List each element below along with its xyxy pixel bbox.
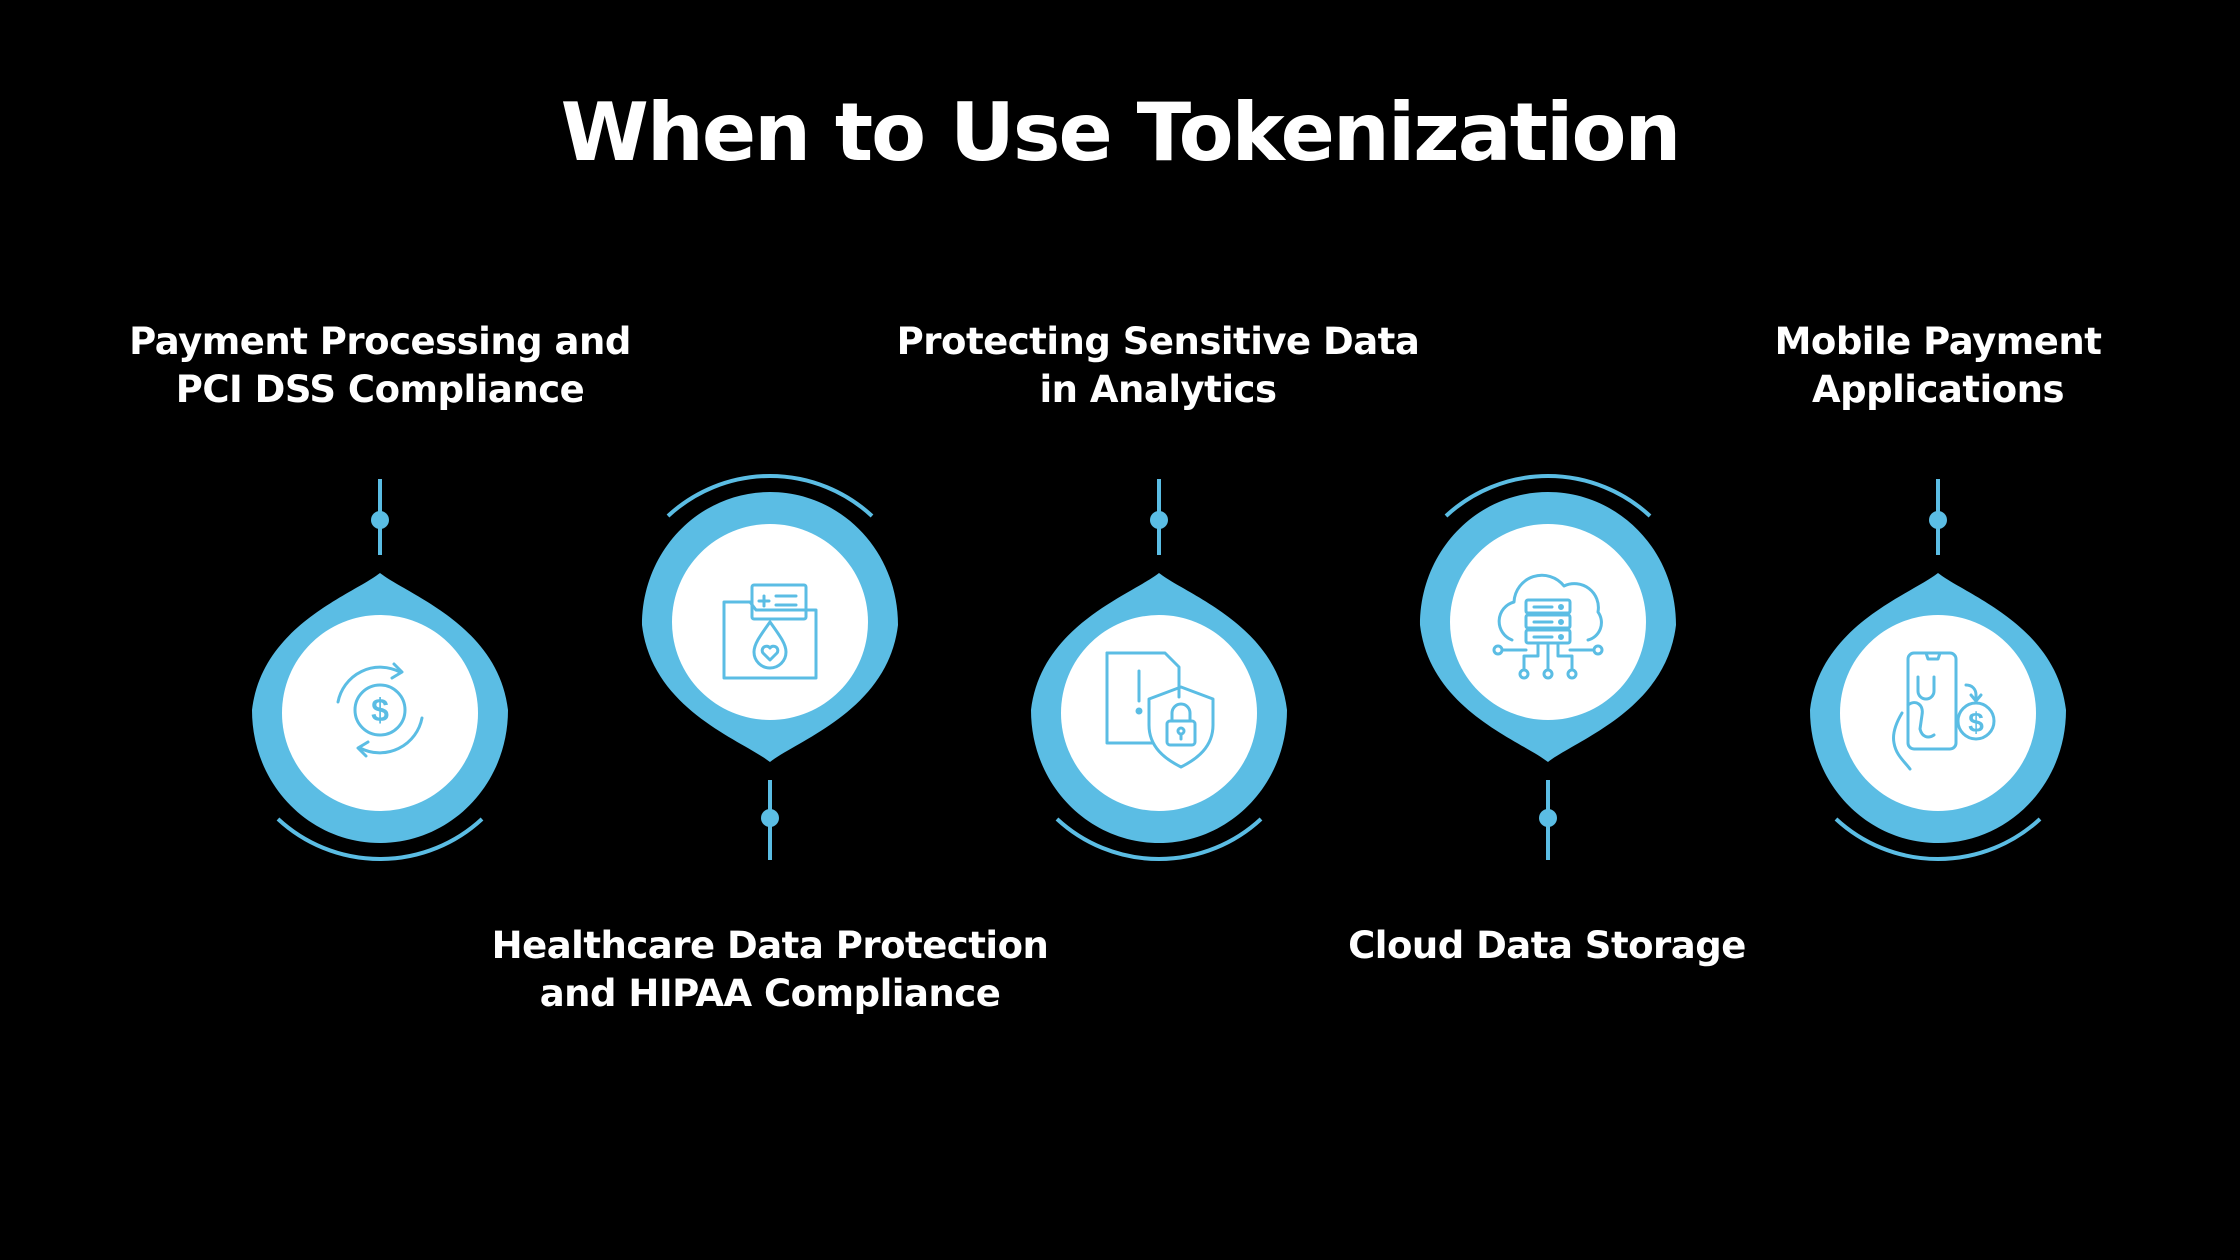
step-2-label: Healthcare Data Protection and HIPAA Com… [491, 924, 1049, 1015]
dollar-cycle-icon: $ [336, 662, 424, 758]
step-3-node [1031, 479, 1287, 862]
step-3-label: Protecting Sensitive Data in Analytics [896, 320, 1420, 411]
document-shield-lock-icon [1105, 651, 1215, 769]
step-1-node: $ [252, 479, 508, 862]
svg-text:$: $ [1968, 707, 1984, 738]
medical-folder-icon [722, 583, 818, 680]
orbit-arc [276, 817, 484, 862]
orbit-arc [1055, 817, 1263, 862]
step-2-node [642, 473, 898, 860]
mobile-payment-icon: $ [1892, 651, 1996, 771]
step-4-label: Cloud Data Storage [1348, 924, 1746, 967]
orbit-arc [1444, 473, 1652, 518]
orbit-arc [1834, 817, 2042, 862]
inner-circle [282, 615, 478, 811]
step-1-label: Payment Processing and PCI DSS Complianc… [129, 320, 631, 411]
connector-dot [1539, 809, 1557, 827]
step-5-label: Mobile Payment Applications [1774, 320, 2102, 411]
cloud-server-icon [1492, 573, 1604, 680]
connector-dot [1150, 511, 1168, 529]
inner-circle [1840, 615, 2036, 811]
connector-dot [761, 809, 779, 827]
svg-text:$: $ [371, 692, 389, 728]
page-title: When to Use Tokenization [560, 86, 1682, 179]
connector-dot [371, 511, 389, 529]
inner-circle [1061, 615, 1257, 811]
connector-dot [1929, 511, 1947, 529]
step-4-node [1420, 473, 1676, 860]
step-5-node: $ [1810, 479, 2066, 862]
orbit-arc [666, 473, 874, 518]
